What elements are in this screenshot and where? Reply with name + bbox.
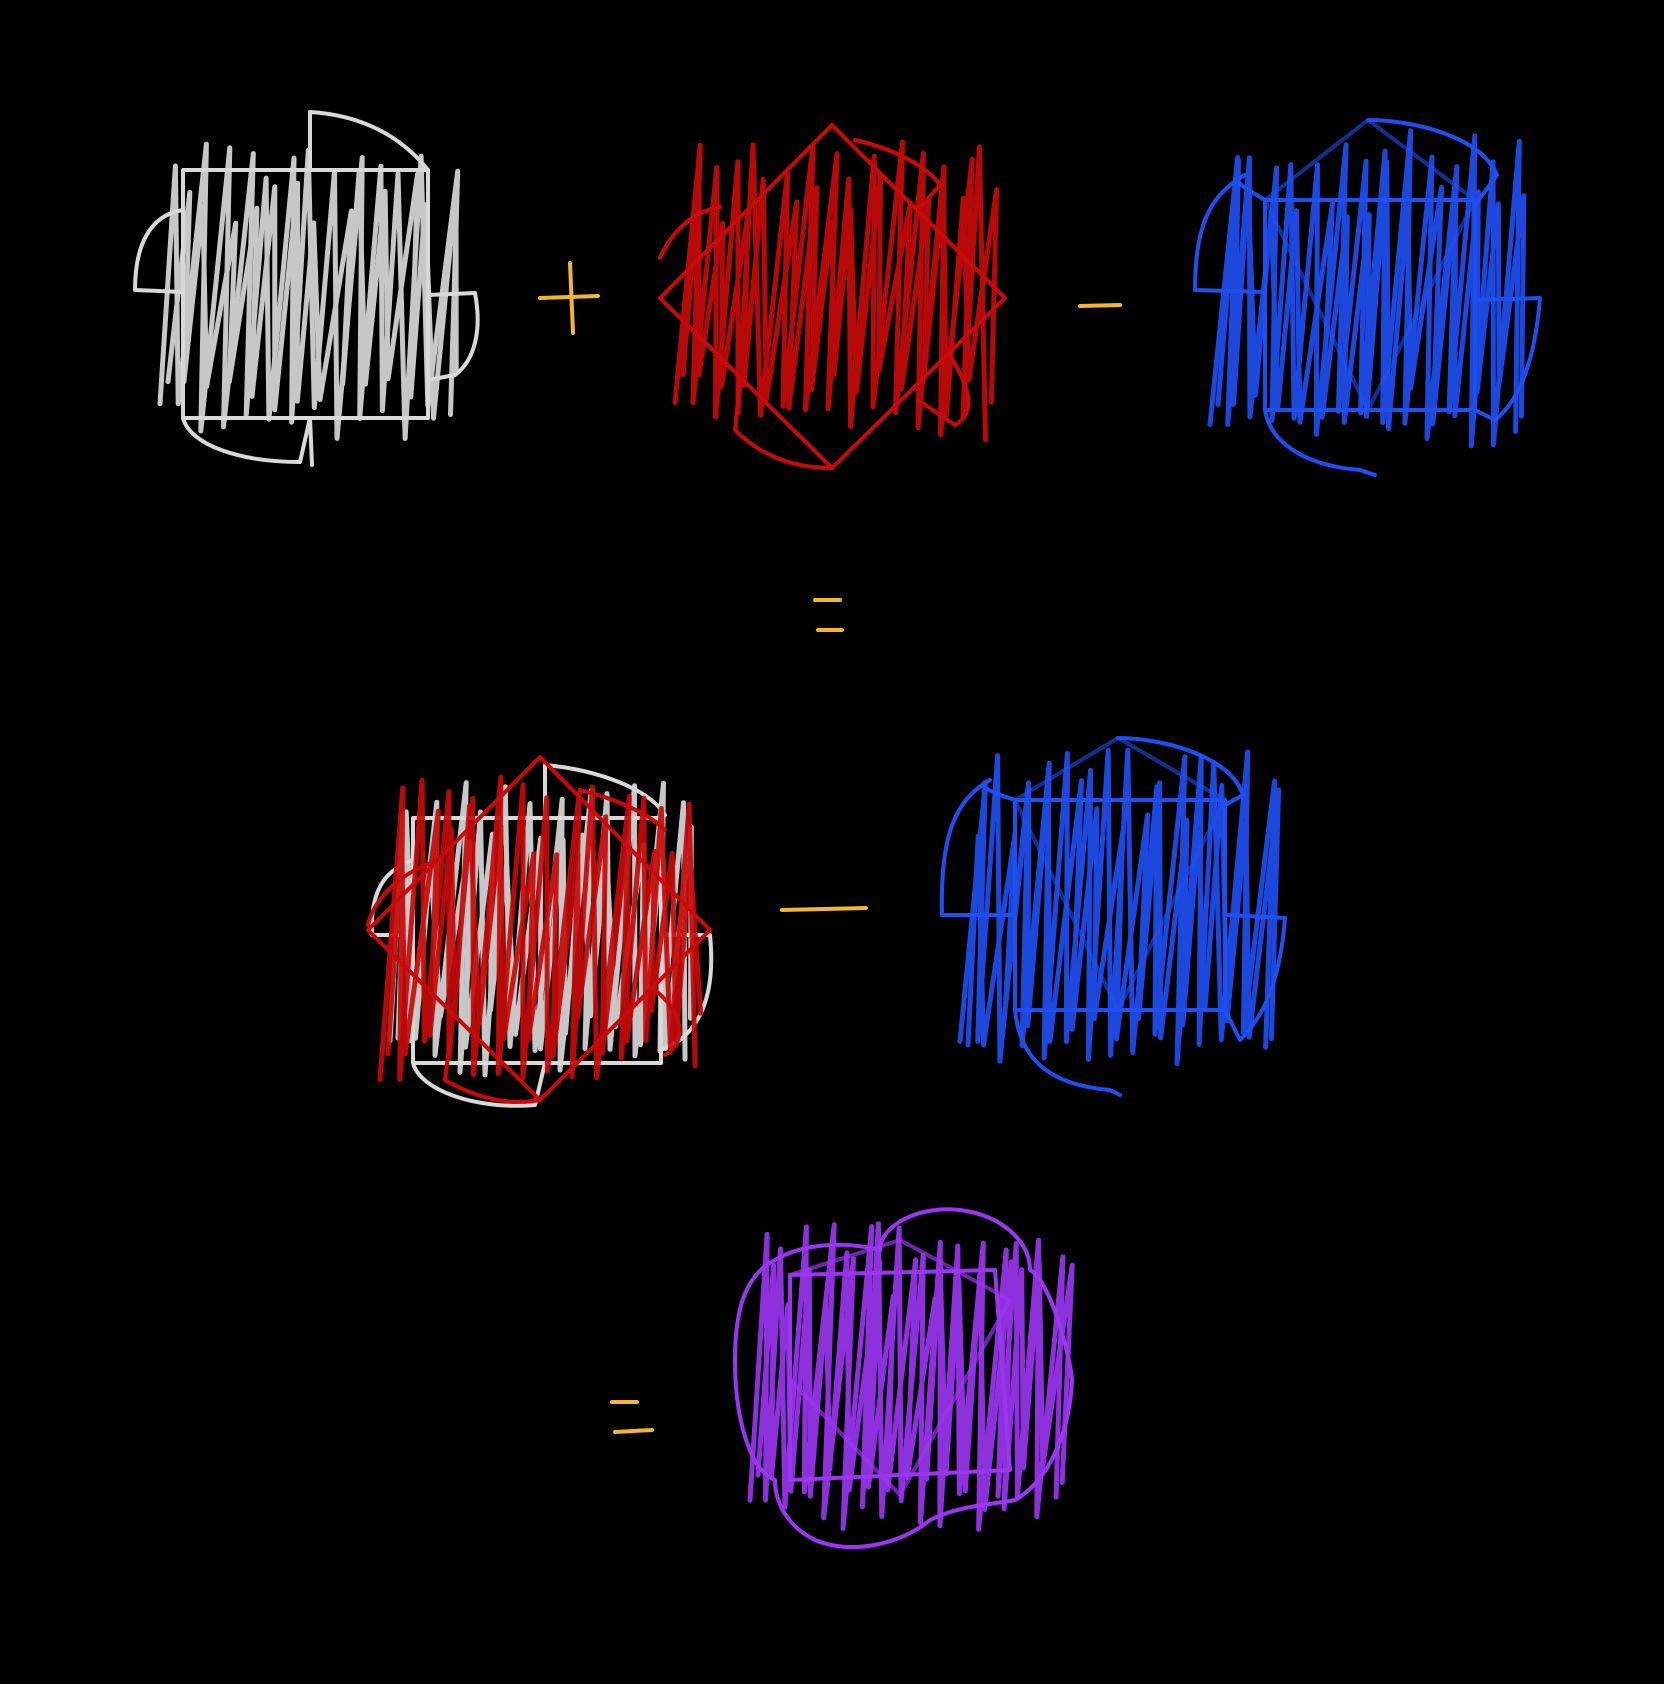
purple-result-shape	[733, 1207, 1075, 1550]
hatch-scribble	[1215, 157, 1527, 431]
hatch-scribble	[680, 172, 1000, 418]
hatch-scribble	[165, 169, 459, 421]
hatch-scribble	[965, 778, 1282, 1048]
plus-sign	[538, 261, 600, 335]
white-pinwheel-shape	[133, 110, 480, 467]
hatch-scribble	[395, 809, 694, 1052]
hatch-scribble	[385, 803, 704, 1059]
equals-sign	[813, 598, 844, 632]
hatch-scribble	[157, 141, 461, 441]
red-diamond-shape	[658, 123, 1007, 470]
white-and-red-overlap-shape	[366, 755, 714, 1108]
blue-cross-shape	[1193, 118, 1542, 477]
hatch-scribble	[755, 1250, 1075, 1512]
blue-cross-shape	[939, 736, 1287, 1097]
minus-sign	[780, 906, 868, 912]
equals-sign	[610, 1400, 654, 1434]
hatch-scribble	[387, 780, 688, 1078]
minus-sign	[1078, 303, 1122, 308]
